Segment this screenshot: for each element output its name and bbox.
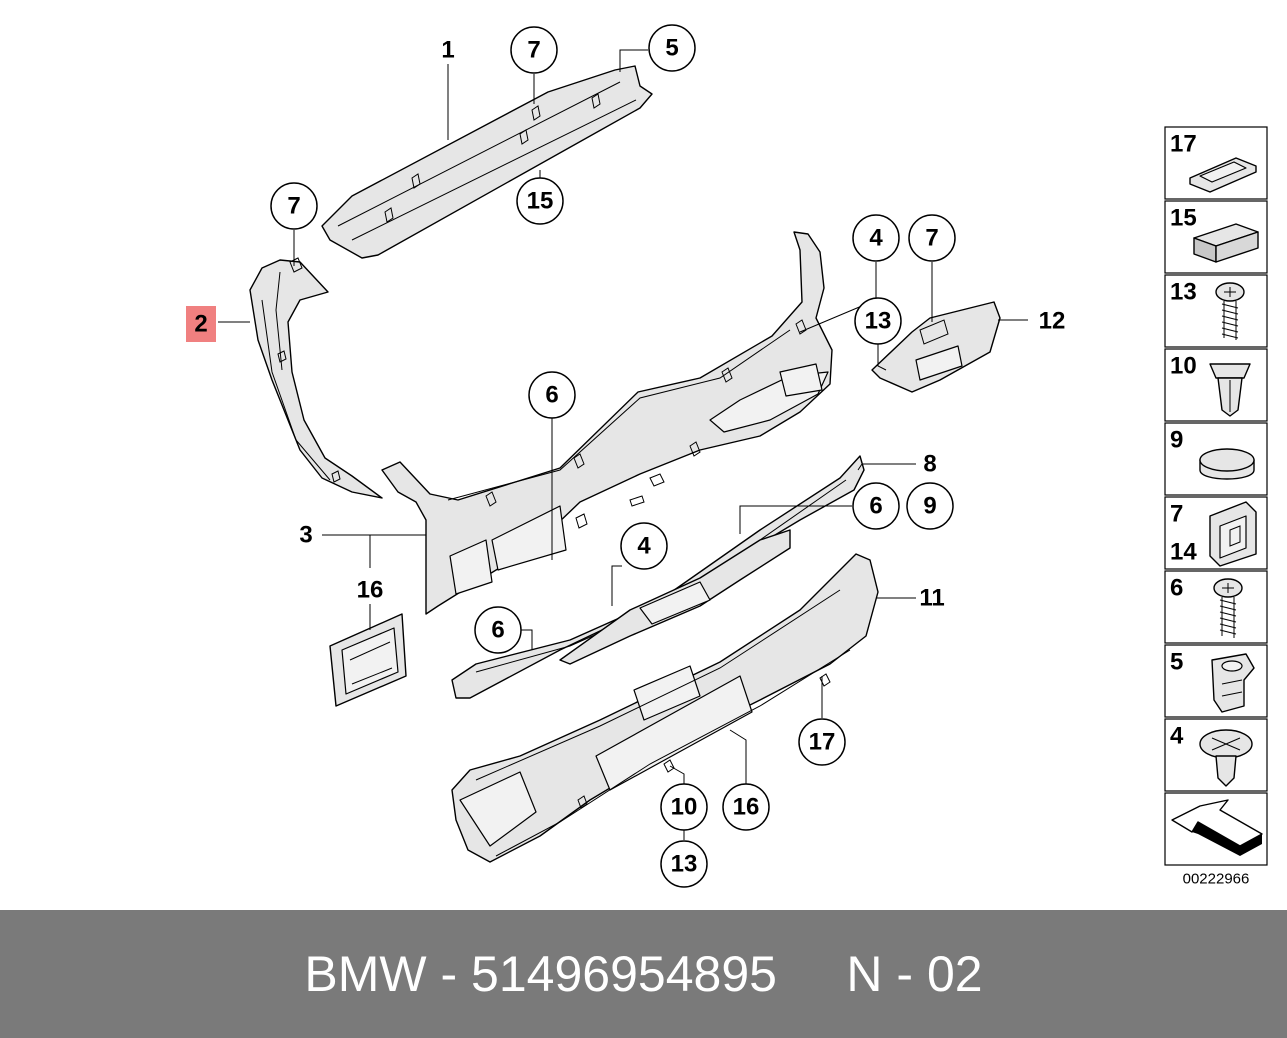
parts-diagram: 2 7 5 7 15 [186, 24, 1268, 888]
svg-text:7: 7 [287, 193, 300, 220]
callout-6-center[interactable]: 6 [528, 371, 576, 419]
callout-9[interactable]: 9 [906, 482, 954, 530]
legend-item-13[interactable]: 13 [1164, 274, 1268, 348]
highlight-label-box [186, 306, 216, 342]
cap-icon [1199, 448, 1255, 480]
svg-text:9: 9 [1170, 427, 1183, 454]
expanding-nut-icon [1209, 363, 1251, 417]
callout-13-bottom[interactable]: 13 [660, 840, 708, 888]
grommet-icon [1189, 157, 1257, 193]
label-8[interactable]: 8 [923, 451, 936, 478]
part-4-latch-cover[interactable] [559, 529, 791, 665]
callout-6-left[interactable]: 6 [474, 606, 522, 654]
svg-text:6: 6 [869, 493, 882, 520]
svg-text:5: 5 [1170, 649, 1183, 676]
footer-suffix: N - 02 [846, 946, 983, 1002]
svg-text:13: 13 [865, 308, 892, 335]
foam-pad-icon [1193, 223, 1259, 263]
callout-7-left[interactable]: 7 [270, 182, 318, 230]
footer-brand: BMW [304, 946, 427, 1002]
footer-separator: - [426, 946, 472, 1002]
callout-13-top[interactable]: 13 [854, 297, 902, 345]
svg-text:5: 5 [665, 35, 678, 62]
clip-icon [1209, 501, 1257, 567]
svg-text:10: 10 [1170, 353, 1197, 380]
part-12-bracket[interactable] [871, 301, 1001, 393]
legend-item-5[interactable]: 5 [1164, 644, 1268, 718]
svg-text:10: 10 [671, 794, 698, 821]
svg-text:6: 6 [545, 382, 558, 409]
label-1[interactable]: 1 [441, 37, 454, 64]
label-12[interactable]: 12 [1039, 308, 1066, 335]
part-11-sill-trim[interactable] [451, 553, 879, 863]
svg-text:4: 4 [637, 533, 651, 560]
svg-text:9: 9 [923, 493, 936, 520]
label-3[interactable]: 3 [299, 522, 312, 549]
svg-text:7: 7 [1170, 501, 1183, 528]
callout-5[interactable]: 5 [648, 24, 696, 72]
callout-10[interactable]: 10 [660, 783, 708, 831]
legend-item-10[interactable]: 10 [1164, 348, 1268, 422]
legend-item-17[interactable]: 17 [1164, 126, 1268, 200]
svg-text:15: 15 [527, 188, 554, 215]
svg-text:16: 16 [733, 794, 760, 821]
svg-text:14: 14 [1170, 539, 1197, 566]
diagram-id: 00222966 [1183, 871, 1250, 888]
parts-legend: 17 15 13 [1164, 126, 1268, 888]
svg-text:6: 6 [1170, 575, 1183, 602]
footer-bar: BMW - 51496954895 N - 02 [0, 910, 1287, 1038]
svg-text:4: 4 [1170, 723, 1184, 750]
legend-item-15[interactable]: 15 [1164, 200, 1268, 274]
callout-7-right[interactable]: 7 [908, 214, 956, 262]
legend-item-4[interactable]: 4 [1164, 718, 1268, 792]
highlighted-part-label: 2 [194, 311, 207, 338]
part-1-upper-trim[interactable] [321, 65, 653, 259]
callout-7-top[interactable]: 7 [510, 26, 558, 74]
svg-text:4: 4 [869, 225, 883, 252]
footer-part-number: 51496954895 [471, 946, 777, 1002]
footer-gap [777, 945, 846, 1003]
callout-4-center[interactable]: 4 [620, 522, 668, 570]
svg-text:17: 17 [1170, 131, 1197, 158]
svg-text:7: 7 [925, 225, 938, 252]
screw-icon [1215, 282, 1245, 340]
svg-text:6: 6 [491, 617, 504, 644]
callout-6-right[interactable]: 6 [852, 482, 900, 530]
svg-text:13: 13 [1170, 279, 1197, 306]
callout-4-top[interactable]: 4 [852, 214, 900, 262]
spring-nut-icon [1211, 653, 1255, 713]
part-2-side-trim[interactable] [249, 257, 383, 499]
svg-text:7: 7 [527, 37, 540, 64]
label-16[interactable]: 16 [357, 577, 384, 604]
svg-text:17: 17 [809, 729, 836, 756]
leader-lines [293, 49, 1028, 840]
callout-15[interactable]: 15 [516, 177, 564, 225]
svg-text:13: 13 [671, 851, 698, 878]
label-11[interactable]: 11 [919, 585, 944, 612]
legend-item-7-14[interactable]: 7 14 [1164, 496, 1268, 570]
legend-item-9[interactable]: 9 [1164, 422, 1268, 496]
screw-icon [1213, 578, 1243, 638]
callout-16-bottom[interactable]: 16 [722, 783, 770, 831]
legend-item-6[interactable]: 6 [1164, 570, 1268, 644]
svg-text:15: 15 [1170, 205, 1197, 232]
part-16-small-frame[interactable] [329, 613, 407, 707]
part-3-tailgate-trim[interactable] [381, 231, 833, 615]
callout-17[interactable]: 17 [798, 718, 846, 766]
expanding-rivet-icon [1199, 729, 1253, 787]
direction-arrow-icon [1171, 799, 1263, 856]
legend-item-direction [1164, 792, 1268, 866]
